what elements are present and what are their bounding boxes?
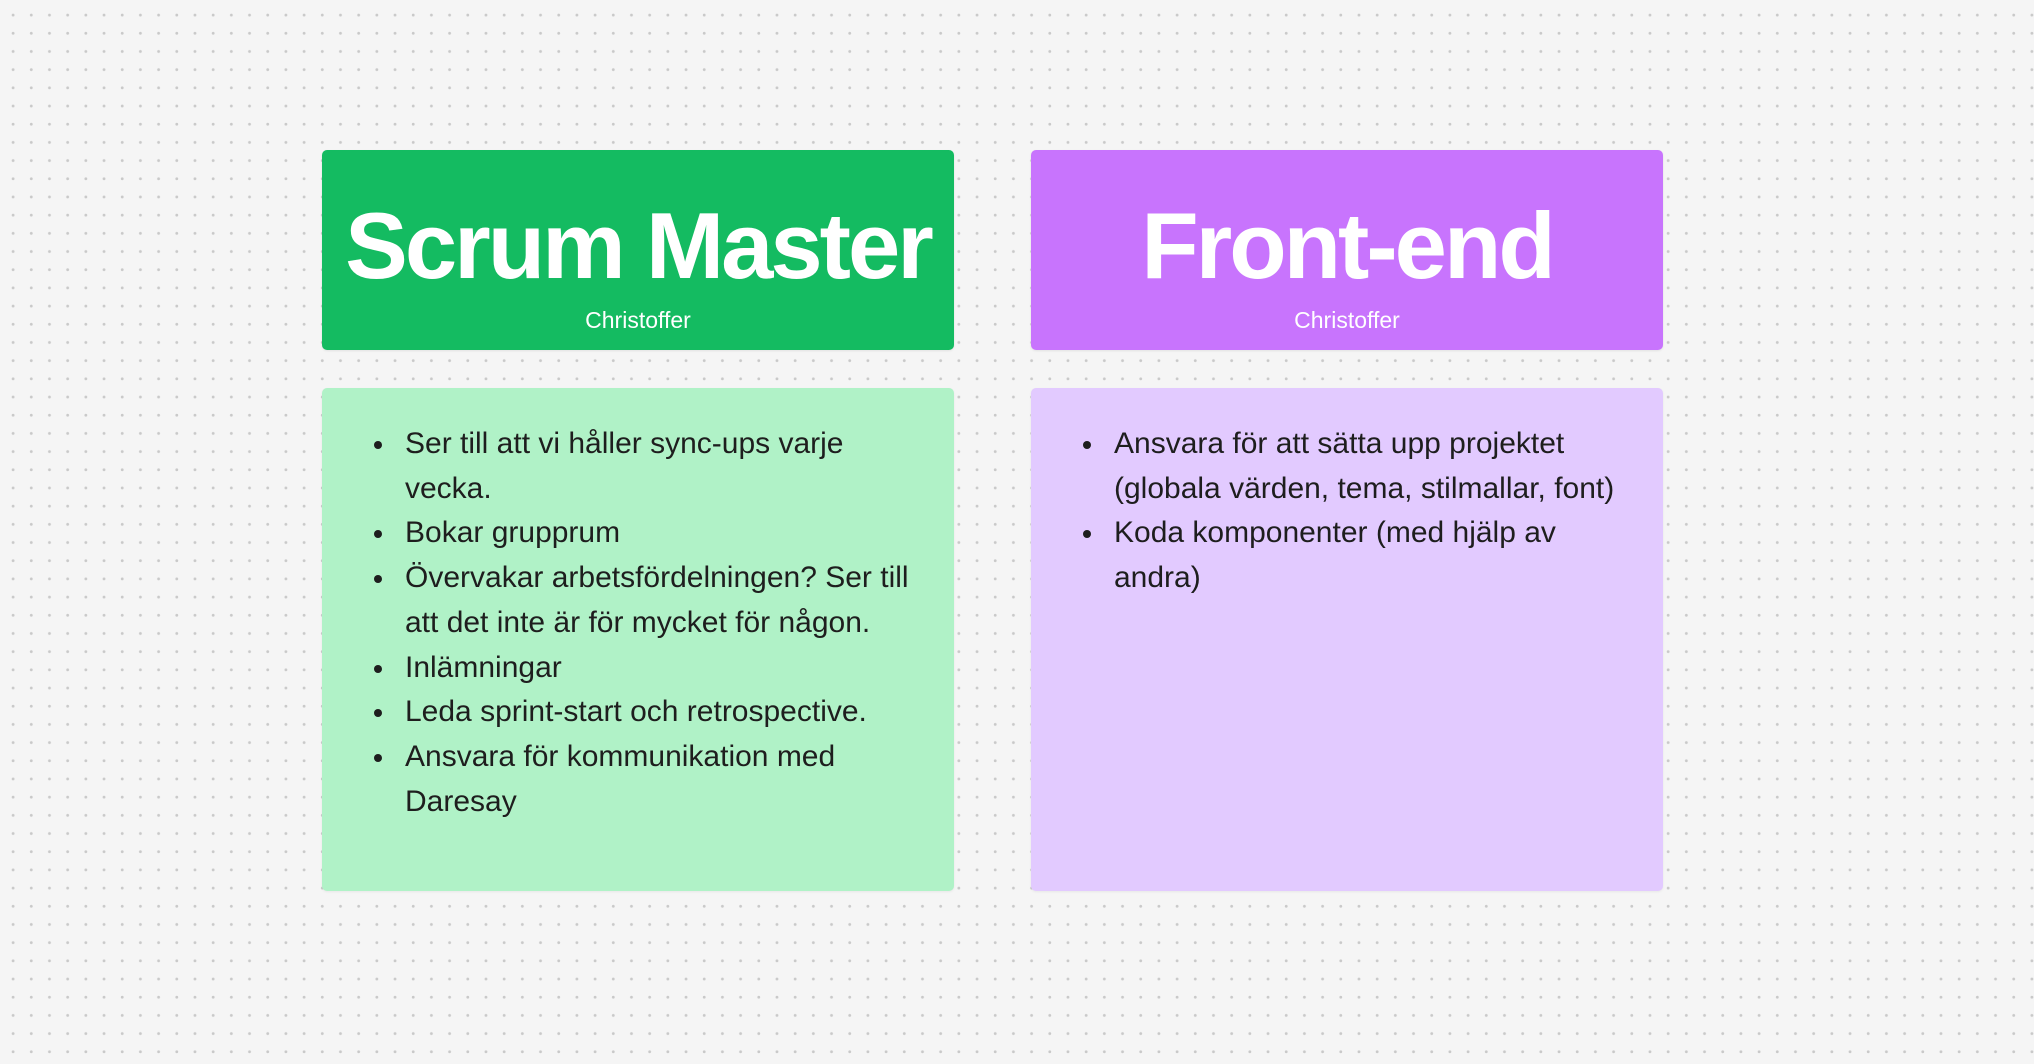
scrum-master-header-sticky[interactable]: Scrum Master Christoffer [322, 150, 954, 350]
front-end-responsibility-list: Ansvara för att sätta upp projektet (glo… [1079, 422, 1633, 601]
bullet-icon [374, 709, 382, 718]
list-item-text: Ansvara för att sätta upp projektet (glo… [1114, 427, 1615, 505]
bullet-icon [374, 753, 382, 762]
bullet-icon [374, 441, 382, 449]
list-item: Ansvara för kommunikation med Daresay [370, 735, 924, 824]
front-end-title: Front-end [1141, 193, 1556, 298]
list-item: Ser till att vi håller sync-ups varje ve… [370, 422, 924, 511]
list-item: Ansvara för att sätta upp projektet (glo… [1079, 422, 1633, 511]
list-item: Leda sprint-start och retrospective. [370, 690, 924, 735]
list-item: Inlämningar [370, 646, 924, 691]
scrum-master-responsibility-list: Ser till att vi håller sync-ups varje ve… [370, 422, 924, 824]
bullet-icon [374, 575, 382, 584]
bullet-icon [1083, 441, 1091, 449]
list-item: Bokar grupprum [370, 511, 924, 556]
bullet-icon [374, 530, 382, 539]
scrum-master-responsibilities-sticky[interactable]: Ser till att vi håller sync-ups varje ve… [322, 388, 954, 891]
front-end-header-sticky[interactable]: Front-end Christoffer [1031, 150, 1663, 350]
scrum-master-title: Scrum Master [345, 193, 934, 298]
list-item-text: Koda komponenter (med hjälp av andra) [1114, 516, 1556, 595]
list-item-text: Bokar grupprum [405, 516, 621, 550]
list-item-text: Leda sprint-start och retrospective. [405, 695, 867, 729]
front-end-owner: Christoffer [1294, 307, 1400, 333]
scrum-master-owner: Christoffer [585, 307, 691, 333]
list-item-text: Ansvara för kommunikation med Daresay [405, 739, 836, 818]
list-item-text: Inlämningar [405, 650, 562, 684]
list-item: Koda komponenter (med hjälp av andra) [1079, 511, 1633, 600]
bullet-icon [1083, 530, 1091, 539]
front-end-responsibilities-sticky[interactable]: Ansvara för att sätta upp projektet (glo… [1031, 388, 1663, 891]
list-item-text: Ser till att vi håller sync-ups varje ve… [405, 427, 844, 505]
bullet-icon [374, 664, 382, 673]
list-item-text: Övervakar arbetsfördelningen? Ser till a… [405, 561, 909, 639]
list-item: Övervakar arbetsfördelningen? Ser till a… [370, 556, 924, 645]
